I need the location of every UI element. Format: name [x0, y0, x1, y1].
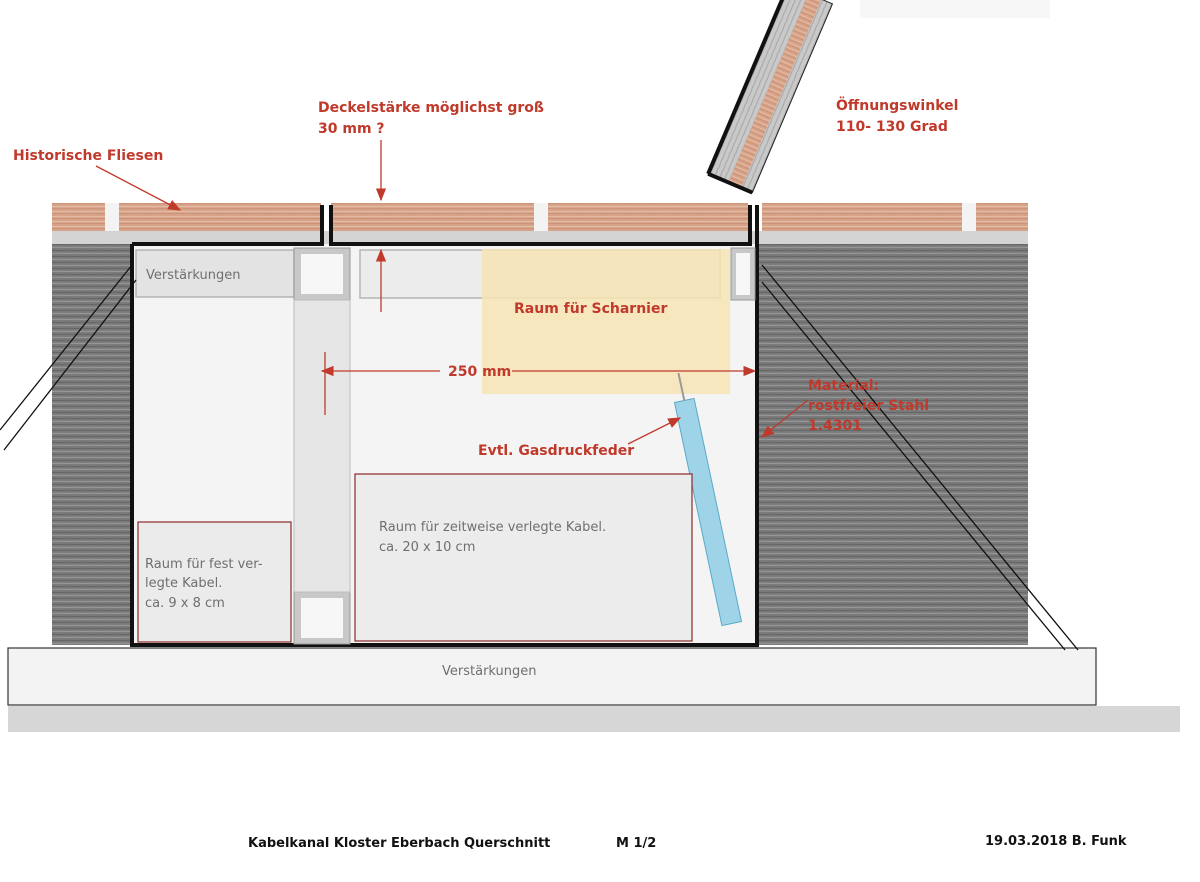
cable-space-fixed: [137, 521, 292, 643]
stone-wall-right: [758, 243, 1028, 645]
arrow-gas-spring: [627, 417, 682, 445]
square-tube-bottom-inner: [301, 598, 343, 638]
square-tube-top-inner: [301, 254, 343, 294]
vertical-post: [293, 299, 351, 593]
label-opening-angle-1: Öffnungswinkel: [836, 96, 958, 114]
arrow-material: [760, 399, 809, 438]
label-temporary-cables-1: Raum für zeitweise verlegte Kabel.: [379, 520, 606, 535]
label-material-3: 1.4301: [808, 418, 862, 434]
bottom-reinforcement: [7, 647, 1097, 706]
label-lid-thickness-1: Deckelstärke möglichst groß: [318, 100, 544, 116]
diagonal-left-b: [3, 279, 137, 451]
arrow-tiles: [95, 165, 182, 211]
label-temporary-cables-2: ca. 20 x 10 cm: [379, 540, 475, 555]
gas-spring: [673, 372, 743, 627]
opened-lid: [706, 0, 834, 195]
steel-edge-left: [132, 205, 324, 246]
label-gas-spring: Evtl. Gasdruckfeder: [478, 443, 634, 459]
mortar-bed: [52, 231, 1028, 244]
cable-space-temporary: [354, 473, 693, 642]
hinge-area: [482, 249, 730, 394]
tile-row: [52, 203, 1028, 231]
base-strip: [8, 706, 1180, 732]
label-lid-thickness-2: 30 mm ?: [318, 121, 385, 137]
label-opening-angle-2: 110- 130 Grad: [836, 119, 948, 135]
diagonal-right-b: [761, 281, 1066, 651]
stone-wall-left: [52, 243, 132, 645]
label-reinforcement-top: Verstärkungen: [146, 268, 241, 283]
lid-outline: [329, 205, 752, 246]
label-fixed-cables-2: legte Kabel.: [145, 576, 222, 591]
diagonal-left-a: [0, 264, 133, 431]
label-material-2: rostfreier Stahl: [808, 398, 929, 414]
label-material-1: Material:: [808, 378, 879, 394]
square-tube-right-inner: [736, 253, 750, 295]
label-hinge-space: Raum für Scharnier: [514, 301, 667, 317]
footer-scale: M 1/2: [616, 836, 657, 851]
footer-date-author: 19.03.2018 B. Funk: [985, 834, 1127, 849]
label-fixed-cables-1: Raum für fest ver-: [145, 557, 263, 572]
label-historic-tiles: Historische Fliesen: [13, 148, 163, 164]
reinforcement-top-left: [135, 249, 295, 298]
footer-title: Kabelkanal Kloster Eberbach Querschnitt: [248, 836, 551, 851]
diagonal-right-a: [761, 264, 1079, 651]
steel-channel: [130, 205, 759, 647]
label-reinforcement-bottom: Verstärkungen: [442, 664, 537, 679]
label-fixed-cables-3: ca. 9 x 8 cm: [145, 596, 225, 611]
opened-lid-shadow: [860, 0, 1050, 18]
label-dimension: 250 mm: [448, 364, 511, 380]
